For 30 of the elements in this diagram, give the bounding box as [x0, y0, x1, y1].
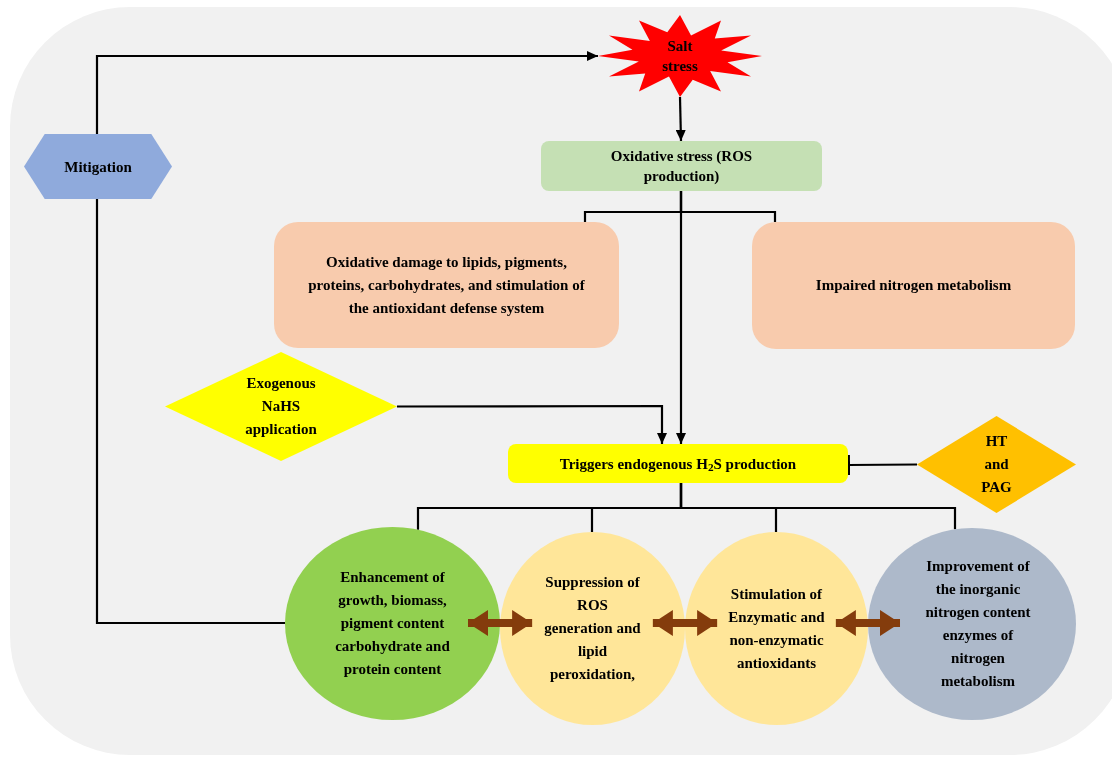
double-arrow: [468, 613, 533, 633]
arrow: [397, 404, 667, 444]
process-box: [508, 444, 848, 483]
hexagon-shape: [24, 134, 172, 199]
process-box: [274, 222, 619, 348]
arrow: [675, 96, 686, 142]
decision-diamond: [917, 416, 1076, 513]
starburst-shape: [598, 15, 762, 97]
process-box: [541, 141, 822, 191]
node-label: HT and PAG: [980, 432, 1013, 497]
node-label: Salt stress: [661, 37, 699, 76]
double-arrow: [835, 613, 900, 633]
node-label: Stimulation of Enzymatic and non-enzymatic antioxidants: [727, 584, 826, 673]
node-label: Mitigation: [64, 157, 132, 177]
inhibition-line: [846, 455, 917, 475]
double-arrow: [652, 613, 718, 633]
decision-diamond: [165, 352, 397, 461]
connector-line: [679, 483, 957, 530]
node-label: Oxidative damage to lipids, pigments, proteins, carbohydrates, and stimulation of the antioxidant defense system: [307, 252, 586, 318]
connector-line: [95, 199, 285, 625]
process-box: [752, 222, 1075, 349]
node-label: Improvement of the inorganic nitrogen content enzymes of nitrogen metabolism: [924, 557, 1032, 691]
arrow: [95, 51, 598, 134]
node-label: Impaired nitrogen metabolism: [815, 276, 1012, 295]
node-label: Triggers endogenous H$_{2}$S production: [559, 454, 797, 474]
node-label: Exogenous NaHS application: [244, 374, 318, 439]
arrow: [676, 191, 686, 444]
node-label: Suppression of ROS generation and lipid peroxidation,: [543, 573, 642, 684]
node-label: Enhancement of growth, biomass, pigment content carbohydrate and protein content: [334, 568, 451, 679]
node-label: Oxidative stress (ROS production): [609, 147, 754, 186]
